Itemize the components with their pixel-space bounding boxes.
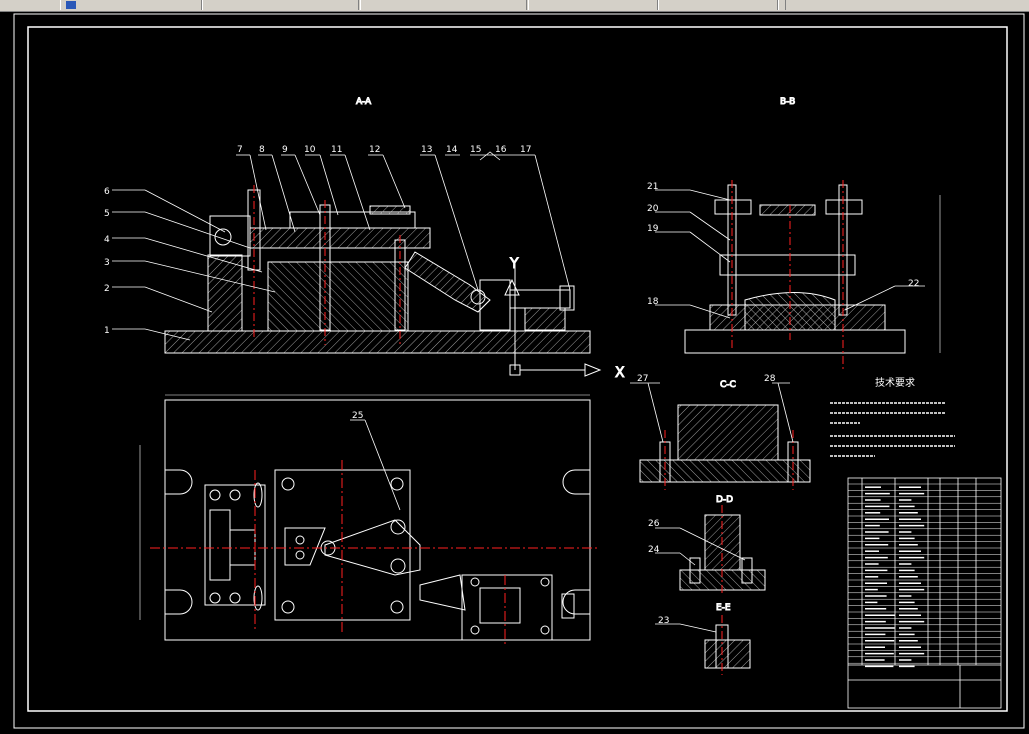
part-number-24: 24 (648, 545, 660, 555)
part-numbers-top: 7 8 9 10 11 12 13 14 15 16 17 (237, 145, 531, 155)
svg-text:16: 16 (495, 145, 507, 155)
svg-text:21: 21 (647, 182, 658, 192)
part-number-25: 25 (352, 411, 363, 421)
part-numbers-left: 1 2 3 4 5 6 (104, 187, 110, 336)
taskbar-tab[interactable] (202, 0, 359, 10)
svg-text:4: 4 (104, 235, 110, 245)
taskbar-tab[interactable] (528, 0, 658, 10)
svg-text:14: 14 (446, 145, 458, 155)
svg-text:7: 7 (237, 145, 243, 155)
svg-text:8: 8 (259, 145, 265, 155)
taskbar-tab[interactable] (60, 0, 202, 10)
taskbar-tab[interactable] (360, 0, 527, 10)
svg-text:5: 5 (104, 209, 110, 219)
axis-label-y: Y (509, 256, 519, 272)
svg-text:3: 3 (104, 258, 110, 268)
part-number-23: 23 (658, 616, 669, 626)
inner-frame (27, 26, 1008, 712)
svg-text:22: 22 (908, 279, 919, 289)
section-label-ee: E-E (716, 603, 731, 613)
leaders-aa (112, 151, 571, 341)
leaders-bb (655, 189, 925, 319)
part-number-27: 27 (637, 374, 648, 384)
section-label-aa: A-A (356, 97, 372, 107)
svg-text:13: 13 (421, 145, 432, 155)
svg-text:11: 11 (331, 145, 342, 155)
svg-text:15: 15 (470, 145, 481, 155)
taskbar-tab[interactable] (658, 0, 778, 10)
plan-view (139, 394, 600, 645)
cad-drawing-canvas[interactable]: A-A Y X (0, 11, 1029, 734)
taskbar-tab[interactable] (778, 0, 786, 10)
taskbar (0, 0, 1029, 12)
section-label-bb: B-B (780, 97, 795, 107)
parts-list-rows (848, 483, 1001, 664)
part-numbers-bb: 21 20 19 18 22 (647, 182, 919, 307)
svg-text:12: 12 (369, 145, 380, 155)
svg-text:1: 1 (104, 326, 110, 336)
section-dd-view: D-D (655, 495, 766, 595)
svg-text:18: 18 (647, 297, 659, 307)
parts-list-table (847, 477, 1002, 709)
section-label-dd: D-D (716, 495, 733, 505)
svg-text:9: 9 (282, 145, 288, 155)
svg-text:10: 10 (304, 145, 316, 155)
svg-text:2: 2 (104, 284, 110, 294)
section-bb-view: B-B (684, 97, 941, 370)
outer-frame (13, 13, 1025, 729)
part-number-28: 28 (764, 374, 776, 384)
svg-text:6: 6 (104, 187, 110, 197)
svg-text:17: 17 (520, 145, 531, 155)
section-cc-view: C-C (630, 380, 811, 490)
tech-requirements-text (830, 402, 955, 457)
svg-text:20: 20 (647, 204, 659, 214)
svg-text:19: 19 (647, 224, 659, 234)
app-icon[interactable] (66, 1, 76, 9)
section-aa-view: A-A Y X (164, 97, 626, 382)
parts-list-entries (865, 486, 925, 668)
section-ee-view: E-E (655, 603, 751, 675)
part-number-26: 26 (648, 519, 660, 529)
axis-label-x: X (615, 365, 625, 381)
tech-requirements-title: 技术要求 (875, 376, 915, 389)
section-label-cc: C-C (720, 380, 736, 390)
